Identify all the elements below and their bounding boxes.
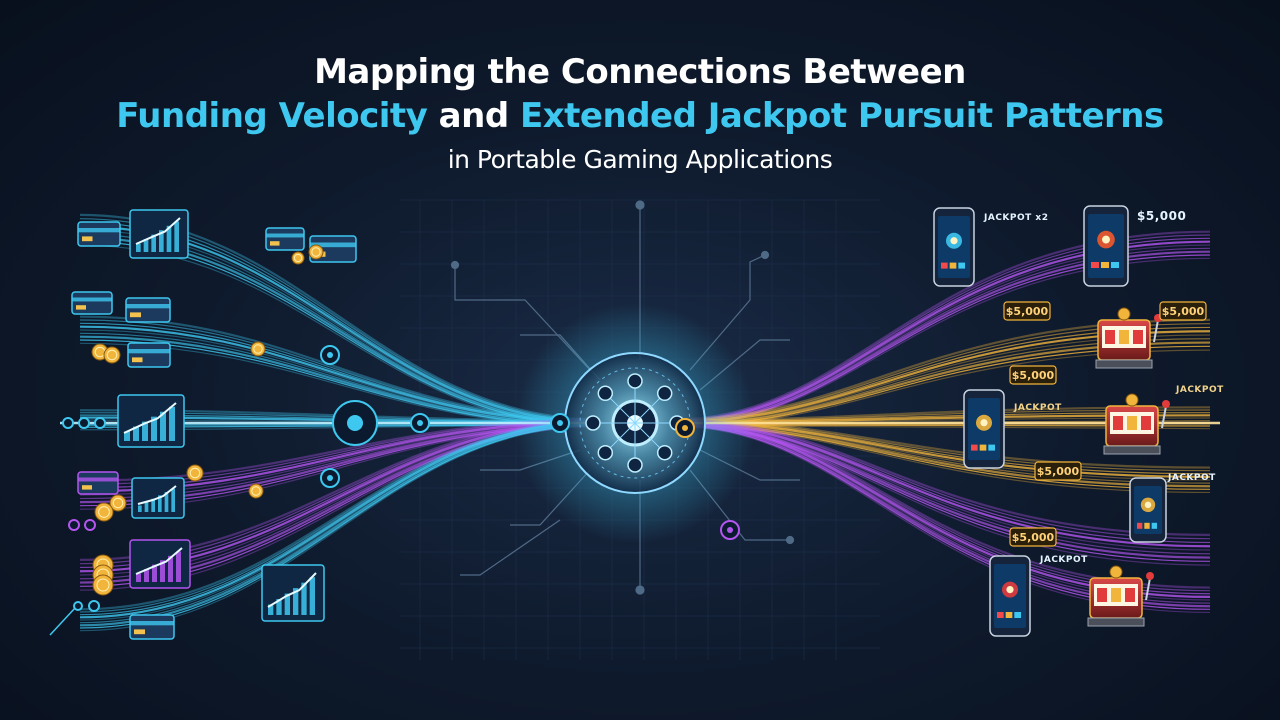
title-line-1: Mapping the Connections Between — [314, 52, 966, 92]
jackpot-icons: JACKPOT x2$5,000$5,000$5,000$5,000JACKPO… — [933, 205, 1224, 637]
coin-icon — [250, 341, 266, 357]
stream-node-core — [727, 527, 733, 533]
jackpot-label: JACKPOT — [1175, 385, 1224, 395]
smartphone-icon — [933, 207, 975, 287]
coin-icon — [186, 464, 204, 482]
jackpot-label: JACKPOT — [1013, 403, 1062, 413]
hub-node — [627, 457, 643, 473]
ring-node-icon — [62, 417, 74, 429]
stream-line — [79, 422, 601, 621]
stream-node-core — [327, 475, 333, 481]
jackpot-label: JACKPOT — [1039, 555, 1088, 565]
amount-bubble: $5,000 — [1003, 301, 1051, 321]
credit-card-icon — [129, 614, 175, 640]
slot-machine-icon — [1087, 565, 1154, 627]
stream-nodes — [320, 345, 740, 540]
ring-node-icon — [88, 600, 100, 612]
funding-icons — [49, 209, 357, 640]
stream-line — [79, 420, 601, 613]
credit-card-icon — [125, 297, 171, 323]
hub-node — [656, 385, 673, 402]
amount-label: $5,000 — [1006, 305, 1049, 318]
credit-card-icon — [265, 227, 305, 251]
coin-icon — [109, 494, 127, 512]
coin-icon — [291, 251, 305, 265]
growth-chart-icon — [129, 539, 191, 589]
amount-bubble: $5,000 — [1034, 461, 1082, 481]
slot-machine-icon — [1095, 307, 1162, 369]
coin-icon — [248, 483, 264, 499]
stream-node-core — [347, 415, 363, 431]
ring-node-icon — [68, 519, 80, 531]
title-line-2: Funding Velocity and Extended Jackpot Pu… — [0, 96, 1280, 136]
stream-node-core — [557, 420, 563, 426]
credit-card-icon — [71, 291, 113, 315]
ring-node-icon — [94, 417, 106, 429]
growth-chart-icon — [261, 564, 325, 622]
credit-card-icon — [77, 221, 121, 247]
title-and: and — [427, 96, 521, 136]
amount-label: $5,000 — [1037, 465, 1080, 478]
title-jackpot-patterns: Extended Jackpot Pursuit Patterns — [520, 96, 1164, 136]
coin-icon — [94, 502, 114, 522]
credit-card-icon — [77, 471, 119, 495]
ring-node-icon — [84, 519, 96, 531]
smartphone-icon — [963, 389, 1005, 469]
jackpot-label: JACKPOT x2 — [983, 213, 1048, 223]
credit-card-icon — [127, 342, 171, 368]
central-hub — [515, 303, 755, 543]
ring-node-icon — [78, 417, 90, 429]
connector-line — [49, 607, 76, 636]
stream-node-core — [682, 425, 688, 431]
coin-icon — [103, 346, 121, 364]
ring-node-icon — [73, 601, 83, 611]
hub-node — [656, 444, 673, 461]
hub-node — [597, 385, 614, 402]
stream-node-core — [417, 420, 423, 426]
jackpot-label: JACKPOT — [1167, 473, 1216, 483]
growth-chart-icon — [117, 394, 185, 448]
slot-machine-icon — [1103, 393, 1170, 455]
amount-bubble: $5,000 — [1159, 301, 1207, 321]
amount-label: $5,000 — [1012, 531, 1055, 544]
title-line-3: in Portable Gaming Applications — [447, 145, 833, 174]
amount-bubble: $5,000 — [1009, 527, 1057, 547]
coin-icon — [92, 574, 114, 596]
stream-line — [79, 419, 601, 611]
stream-node-core — [327, 352, 333, 358]
amount-label: $5,000 — [1162, 305, 1205, 318]
title-funding-velocity: Funding Velocity — [116, 96, 428, 136]
amount-label: $5,000 — [1012, 369, 1055, 382]
growth-chart-icon — [131, 477, 185, 519]
stream-line — [79, 421, 601, 619]
smartphone-icon — [1129, 477, 1167, 543]
amount-bubble: $5,000 — [1009, 365, 1057, 385]
smartphone-icon — [989, 555, 1031, 637]
smartphone-icon — [1083, 205, 1129, 287]
jackpot-label: $5,000 — [1137, 209, 1186, 223]
growth-chart-icon — [129, 209, 189, 259]
hub-node — [627, 373, 643, 389]
coin-icon — [308, 244, 324, 260]
hub-node — [597, 444, 614, 461]
hub-node — [585, 415, 601, 431]
